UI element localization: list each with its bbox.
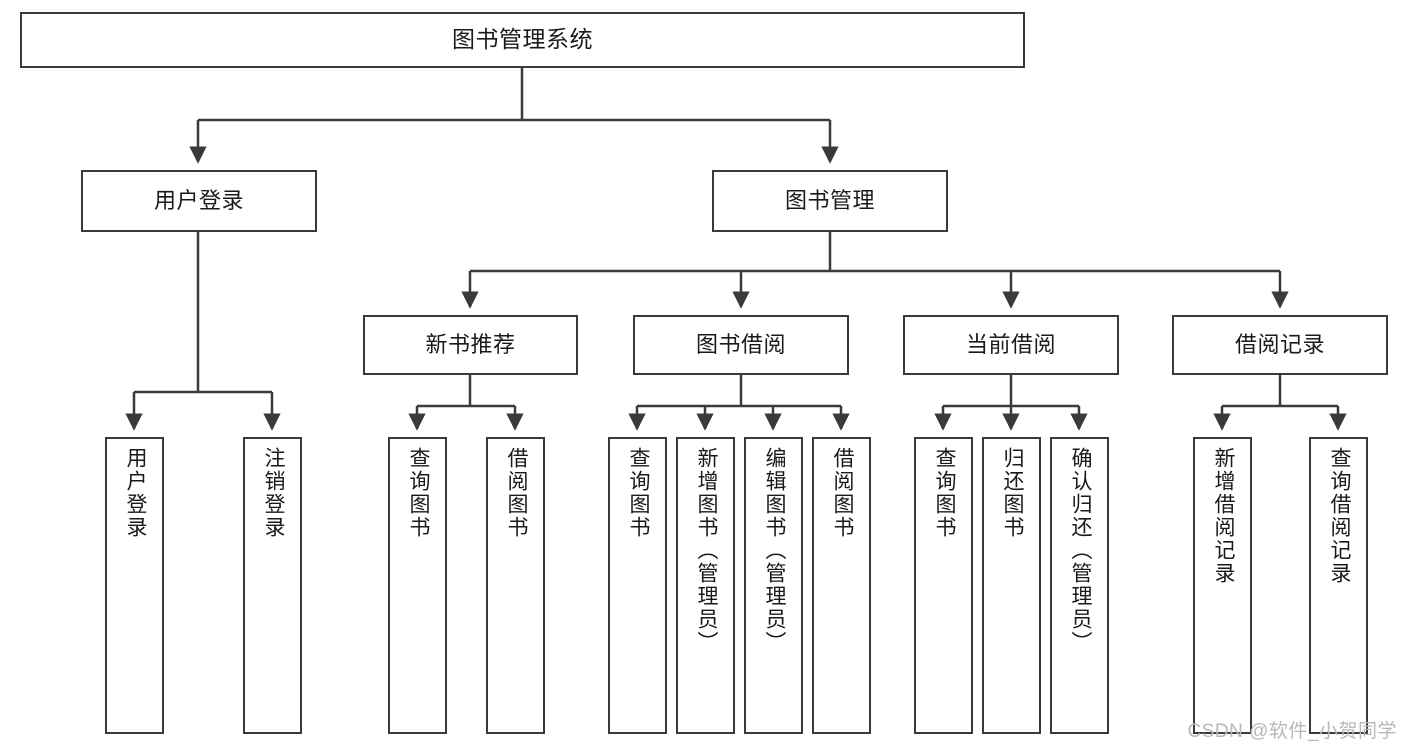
leaf-borrow-book-recommend-label: 借阅图书 <box>504 447 528 539</box>
node-root-label: 图书管理系统 <box>452 26 593 53</box>
leaf-user-login[interactable]: 用户登录 <box>105 437 164 734</box>
leaf-add-book-admin-label: 新增图书（管理员） <box>694 447 718 654</box>
leaf-edit-book-admin-label: 编辑图书（管理员） <box>762 447 786 654</box>
node-new-book-recommend[interactable]: 新书推荐 <box>363 315 578 375</box>
node-book-borrow[interactable]: 图书借阅 <box>633 315 849 375</box>
leaf-return-book-label: 归还图书 <box>1000 447 1024 539</box>
leaf-logout-label: 注销登录 <box>261 447 285 539</box>
node-current-borrow[interactable]: 当前借阅 <box>903 315 1119 375</box>
leaf-query-book-borrow[interactable]: 查询图书 <box>608 437 667 734</box>
node-new-book-recommend-label: 新书推荐 <box>425 331 516 357</box>
leaf-add-book-admin[interactable]: 新增图书（管理员） <box>676 437 735 734</box>
leaf-user-login-label: 用户登录 <box>123 447 147 539</box>
node-user-login[interactable]: 用户登录 <box>81 170 317 232</box>
node-borrow-record-label: 借阅记录 <box>1234 331 1325 357</box>
leaf-query-book-borrow-label: 查询图书 <box>626 447 650 539</box>
leaf-borrow-book-label: 借阅图书 <box>830 447 854 539</box>
leaf-confirm-return-admin[interactable]: 确认归还（管理员） <box>1050 437 1109 734</box>
node-borrow-record[interactable]: 借阅记录 <box>1172 315 1388 375</box>
leaf-return-book[interactable]: 归还图书 <box>982 437 1041 734</box>
leaf-borrow-book-recommend[interactable]: 借阅图书 <box>486 437 545 734</box>
node-book-manage[interactable]: 图书管理 <box>712 170 948 232</box>
leaf-query-book-current-label: 查询图书 <box>932 447 956 539</box>
leaf-query-book-current[interactable]: 查询图书 <box>914 437 973 734</box>
node-book-borrow-label: 图书借阅 <box>695 331 786 357</box>
leaf-add-borrow-record-label: 新增借阅记录 <box>1211 447 1235 585</box>
leaf-borrow-book[interactable]: 借阅图书 <box>812 437 871 734</box>
leaf-query-borrow-record-label: 查询借阅记录 <box>1327 447 1351 585</box>
leaf-edit-book-admin[interactable]: 编辑图书（管理员） <box>744 437 803 734</box>
csdn-watermark: CSDN @软件_小贺同学 <box>1187 721 1397 742</box>
leaf-query-book-recommend-label: 查询图书 <box>406 447 430 539</box>
leaf-query-book-recommend[interactable]: 查询图书 <box>388 437 447 734</box>
leaf-add-borrow-record[interactable]: 新增借阅记录 <box>1193 437 1252 734</box>
node-current-borrow-label: 当前借阅 <box>965 331 1056 357</box>
leaf-confirm-return-admin-label: 确认归还（管理员） <box>1068 447 1092 654</box>
node-book-manage-label: 图书管理 <box>784 187 875 213</box>
leaf-logout[interactable]: 注销登录 <box>243 437 302 734</box>
node-root[interactable]: 图书管理系统 <box>20 12 1025 68</box>
node-user-login-label: 用户登录 <box>153 187 244 213</box>
leaf-query-borrow-record[interactable]: 查询借阅记录 <box>1309 437 1368 734</box>
